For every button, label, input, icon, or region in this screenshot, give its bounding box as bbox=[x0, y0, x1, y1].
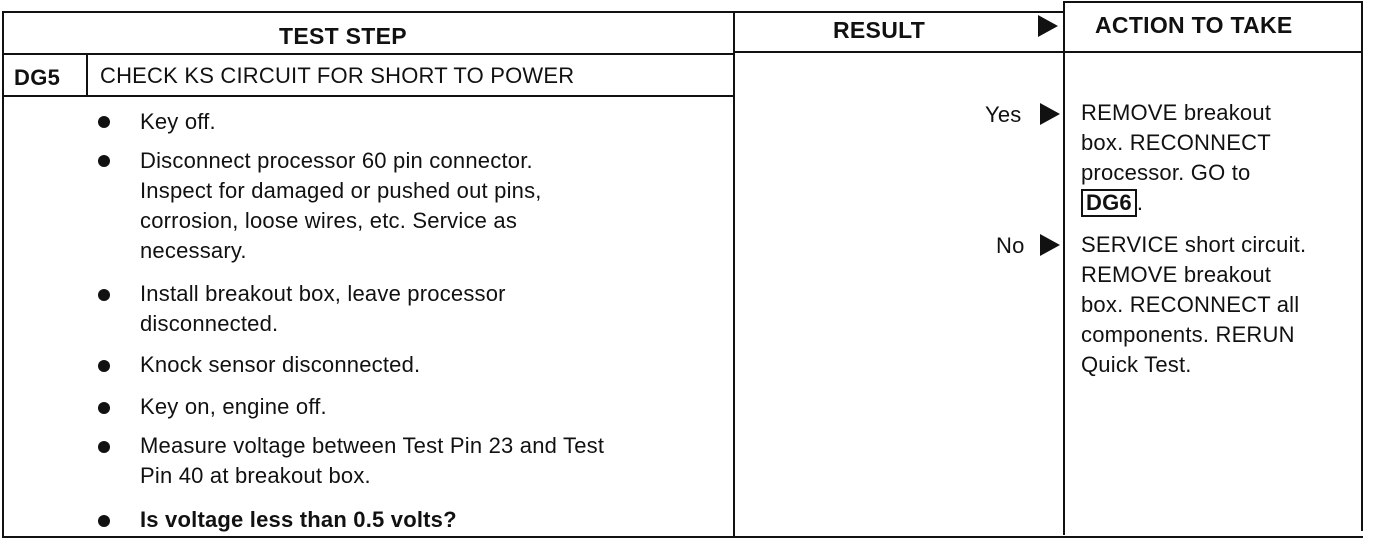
bullet-knock-sensor: Knock sensor disconnected. bbox=[140, 350, 420, 380]
bullet-icon bbox=[98, 360, 110, 372]
bullet-key-off: Key off. bbox=[140, 107, 216, 137]
bullet-icon bbox=[98, 116, 110, 128]
result-header-arrow-icon bbox=[1038, 15, 1058, 37]
bullet-line: Disconnect processor 60 pin connector. bbox=[140, 148, 533, 173]
action-line: REMOVE breakout bbox=[1081, 100, 1272, 125]
bullet-line: Inspect for damaged or pushed out pins, bbox=[140, 178, 542, 203]
header-test-step: TEST STEP bbox=[279, 23, 407, 49]
column-divider-action bbox=[1063, 1, 1065, 535]
step-title: CHECK KS CIRCUIT FOR SHORT TO POWER bbox=[100, 63, 575, 88]
step-id: DG5 bbox=[14, 65, 61, 90]
header-action-to-take: ACTION TO TAKE bbox=[1095, 12, 1293, 38]
result-no: No bbox=[996, 233, 1025, 258]
result-yes-arrow-icon bbox=[1040, 103, 1060, 125]
action-yes: REMOVE breakout box. RECONNECT processor… bbox=[1081, 98, 1271, 218]
bullet-disconnect-processor: Disconnect processor 60 pin connector. I… bbox=[140, 146, 542, 266]
bullet-icon bbox=[98, 515, 110, 527]
bullet-line: disconnected. bbox=[140, 311, 279, 336]
action-line: box. RECONNECT all bbox=[1081, 292, 1300, 317]
table-border-top bbox=[2, 11, 1063, 13]
goto-suffix: . bbox=[1136, 190, 1144, 215]
result-yes: Yes bbox=[985, 102, 1022, 127]
column-divider-result bbox=[733, 11, 735, 537]
action-line: SERVICE short circuit. bbox=[1081, 232, 1307, 257]
bullet-line: necessary. bbox=[140, 238, 247, 263]
action-line: processor. GO to bbox=[1081, 160, 1251, 185]
bullet-line: Is voltage less than 0.5 volts? bbox=[140, 507, 457, 532]
bullet-icon bbox=[98, 289, 110, 301]
bullet-question: Is voltage less than 0.5 volts? bbox=[140, 505, 457, 535]
table-border-bottom bbox=[2, 536, 1363, 538]
step-id-divider bbox=[86, 55, 88, 97]
bullet-icon bbox=[98, 402, 110, 414]
action-no: SERVICE short circuit. REMOVE breakout b… bbox=[1081, 230, 1306, 380]
bullet-line: Pin 40 at breakout box. bbox=[140, 463, 371, 488]
bullet-measure-voltage: Measure voltage between Test Pin 23 and … bbox=[140, 431, 604, 491]
result-no-arrow-icon bbox=[1040, 234, 1060, 256]
action-line: box. RECONNECT bbox=[1081, 130, 1271, 155]
bullet-line: Key on, engine off. bbox=[140, 394, 327, 419]
step-title-underline bbox=[2, 95, 734, 97]
action-line: Quick Test. bbox=[1081, 352, 1192, 377]
bullet-key-on: Key on, engine off. bbox=[140, 392, 327, 422]
table-border-right bbox=[1361, 1, 1363, 531]
header-result: RESULT bbox=[833, 17, 926, 43]
bullet-icon bbox=[98, 441, 110, 453]
action-line: components. RERUN bbox=[1081, 322, 1295, 347]
action-header-border-top bbox=[1063, 1, 1363, 3]
bullet-install-breakout: Install breakout box, leave processor di… bbox=[140, 279, 506, 339]
bullet-line: Measure voltage between Test Pin 23 and … bbox=[140, 433, 605, 458]
table-border-left bbox=[2, 11, 4, 537]
bullet-line: Key off. bbox=[140, 109, 216, 134]
bullet-line: corrosion, loose wires, etc. Service as bbox=[140, 208, 518, 233]
goto-step-dg6[interactable]: DG6 bbox=[1081, 189, 1137, 217]
header-divider-right bbox=[734, 51, 1363, 53]
action-goto-line: DG6. bbox=[1081, 188, 1271, 218]
bullet-line: Install breakout box, leave processor bbox=[140, 281, 506, 306]
action-line: REMOVE breakout bbox=[1081, 262, 1272, 287]
bullet-line: Knock sensor disconnected. bbox=[140, 352, 421, 377]
header-divider-left bbox=[2, 53, 734, 55]
bullet-icon bbox=[98, 155, 110, 167]
